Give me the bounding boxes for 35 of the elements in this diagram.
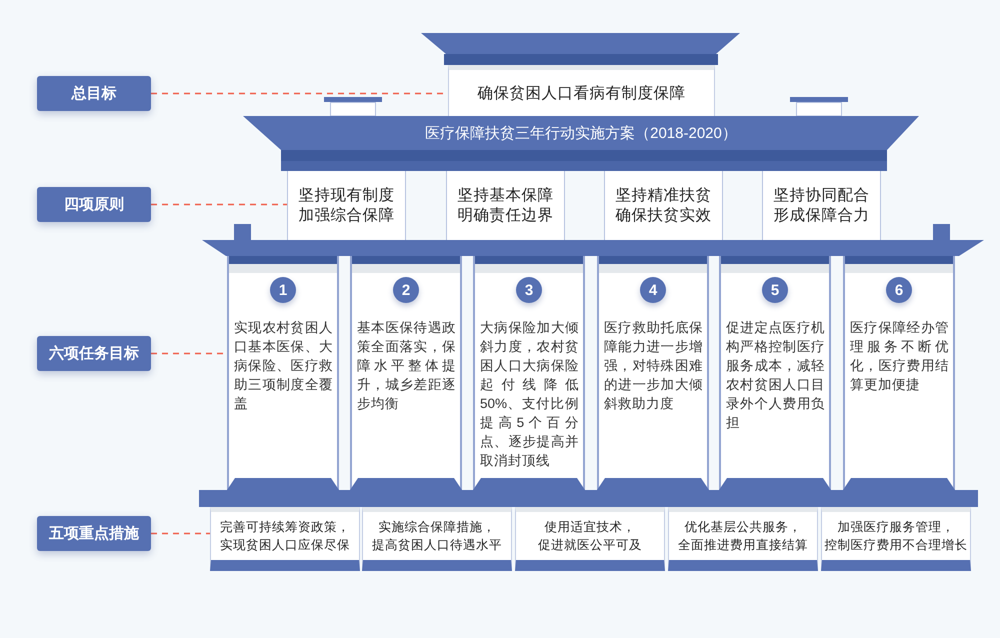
task-column bbox=[350, 256, 462, 490]
leader-line bbox=[151, 532, 210, 534]
section-label: 四项原则 bbox=[37, 187, 151, 222]
measure-panel: 实施综合保障措施，提高贫困人口待遇水平 bbox=[362, 507, 512, 571]
number-badge: 3 bbox=[516, 277, 542, 303]
task-column bbox=[843, 256, 955, 490]
task-description: 医疗保障经办管理服务不断优化，医疗费用结算更加便捷 bbox=[850, 319, 949, 394]
task-description: 促进定点医疗机构严格控制医疗服务成本，减轻农村贫困人口目录外个人费用负担 bbox=[726, 319, 825, 432]
number-badge: 5 bbox=[762, 277, 788, 303]
task-description: 大病保险加大倾斜力度，农村贫困人口大病保险起付线降低50%、支付比例提高5个百分点、逐步提高并取消封顶线 bbox=[480, 319, 579, 470]
principle-panel: 坚持基本保障明确责任边界 bbox=[446, 171, 565, 240]
principle-panel: 坚持精准扶贫确保扶贫实效 bbox=[604, 171, 723, 240]
principle-panel: 坚持协同配合形成保障合力 bbox=[762, 171, 881, 240]
task-description: 实现农村贫困人口基本医保、大病保险、医疗救助三项制度全覆盖 bbox=[234, 319, 333, 413]
number-badge: 4 bbox=[640, 277, 666, 303]
measure-panel: 优化基层公共服务，全面推进费用直接结算 bbox=[668, 507, 818, 571]
task-column bbox=[227, 256, 339, 490]
section-label: 总目标 bbox=[37, 76, 151, 111]
number-badge: 6 bbox=[886, 277, 912, 303]
leader-line bbox=[151, 204, 287, 206]
measure-panel: 使用适宜技术，促进就医公平可及 bbox=[515, 507, 665, 571]
measure-panel: 加强医疗服务管理，控制医疗费用不合理增长 bbox=[821, 507, 971, 571]
task-column bbox=[597, 256, 709, 490]
task-column bbox=[719, 256, 831, 490]
roof-banner: 医疗保障扶贫三年行动实施方案（2018-2020） bbox=[243, 116, 919, 150]
task-column bbox=[473, 256, 585, 490]
task-description: 基本医保待遇政策全面落实，保障水平整体提升，城乡差距逐步均衡 bbox=[357, 319, 456, 413]
task-description: 医疗救助托底保障能力进一步增强，对特殊困难的进一步加大倾斜救助力度 bbox=[604, 319, 703, 413]
section-label: 五项重点措施 bbox=[37, 516, 151, 551]
section-label: 六项任务目标 bbox=[37, 336, 151, 371]
principle-panel: 坚持现有制度加强综合保障 bbox=[287, 171, 406, 240]
goal-panel: 确保贫困人口看病有制度保障 bbox=[448, 65, 715, 116]
measure-panel: 完善可持续筹资政策，实现贫困人口应保尽保 bbox=[210, 507, 360, 571]
number-badge: 1 bbox=[270, 277, 296, 303]
number-badge: 2 bbox=[393, 277, 419, 303]
